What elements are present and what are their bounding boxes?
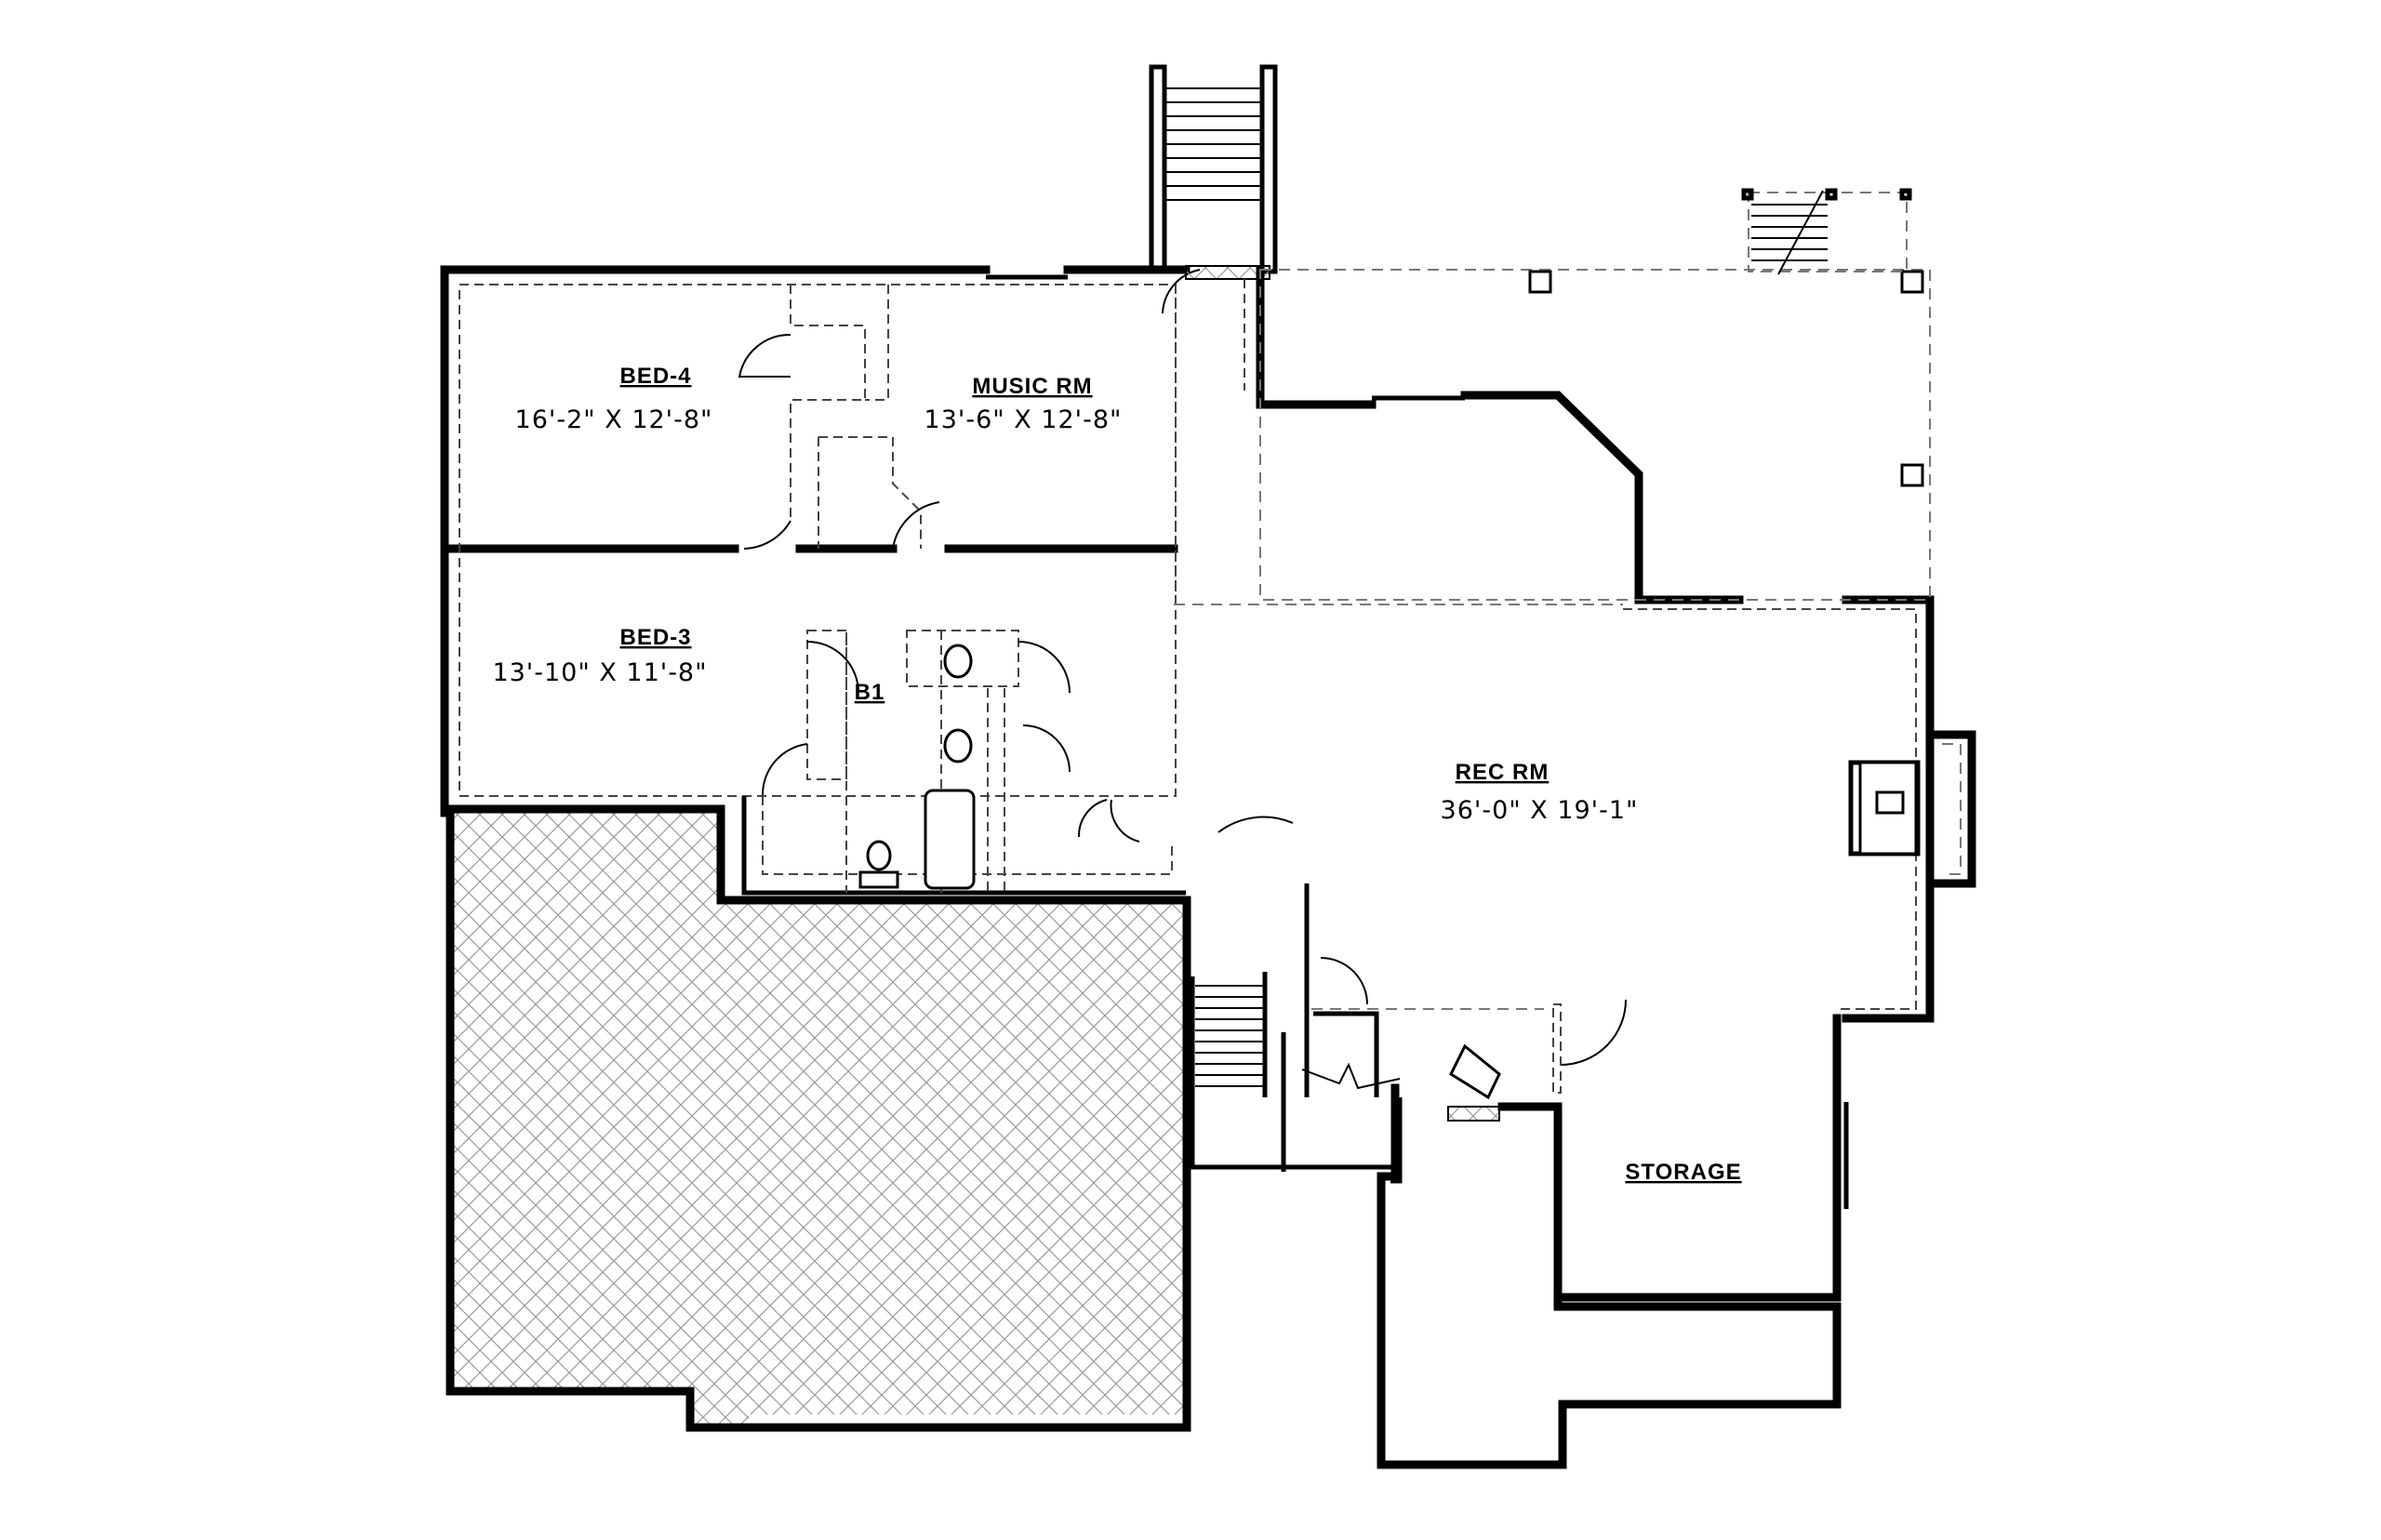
room-dims-rec: 36'-0" X 19'-1" bbox=[1441, 796, 1639, 825]
room-name-rec: REC RM bbox=[1456, 760, 1550, 785]
room-dims-bed3: 13'-10" X 11'-8" bbox=[492, 658, 707, 687]
door-swings bbox=[738, 269, 1627, 1066]
storage-walls bbox=[1377, 1003, 1849, 1469]
garage-area bbox=[446, 804, 1191, 1432]
exterior-stair-top bbox=[1149, 64, 1278, 280]
bathroom-walls bbox=[741, 630, 1186, 896]
covered-patio bbox=[1259, 188, 1931, 601]
bedroom-wing-walls bbox=[440, 265, 1190, 817]
room-name-bath: B1 bbox=[855, 680, 885, 705]
room-name-bed4: BED-4 bbox=[619, 364, 691, 389]
room-dims-bed4: 16'-2" X 12'-8" bbox=[515, 405, 713, 434]
lower-stair bbox=[1190, 883, 1501, 1172]
room-name-bed3: BED-3 bbox=[619, 625, 691, 650]
room-name-music: MUSIC RM bbox=[972, 374, 1092, 399]
room-dims-music: 13'-6" X 12'-8" bbox=[924, 405, 1123, 434]
room-labels: BED-4 16'-2" X 12'-8" MUSIC RM 13'-6" X … bbox=[492, 364, 1741, 1185]
room-name-storage: STORAGE bbox=[1625, 1160, 1741, 1185]
rec-room-walls bbox=[1174, 265, 1976, 1023]
